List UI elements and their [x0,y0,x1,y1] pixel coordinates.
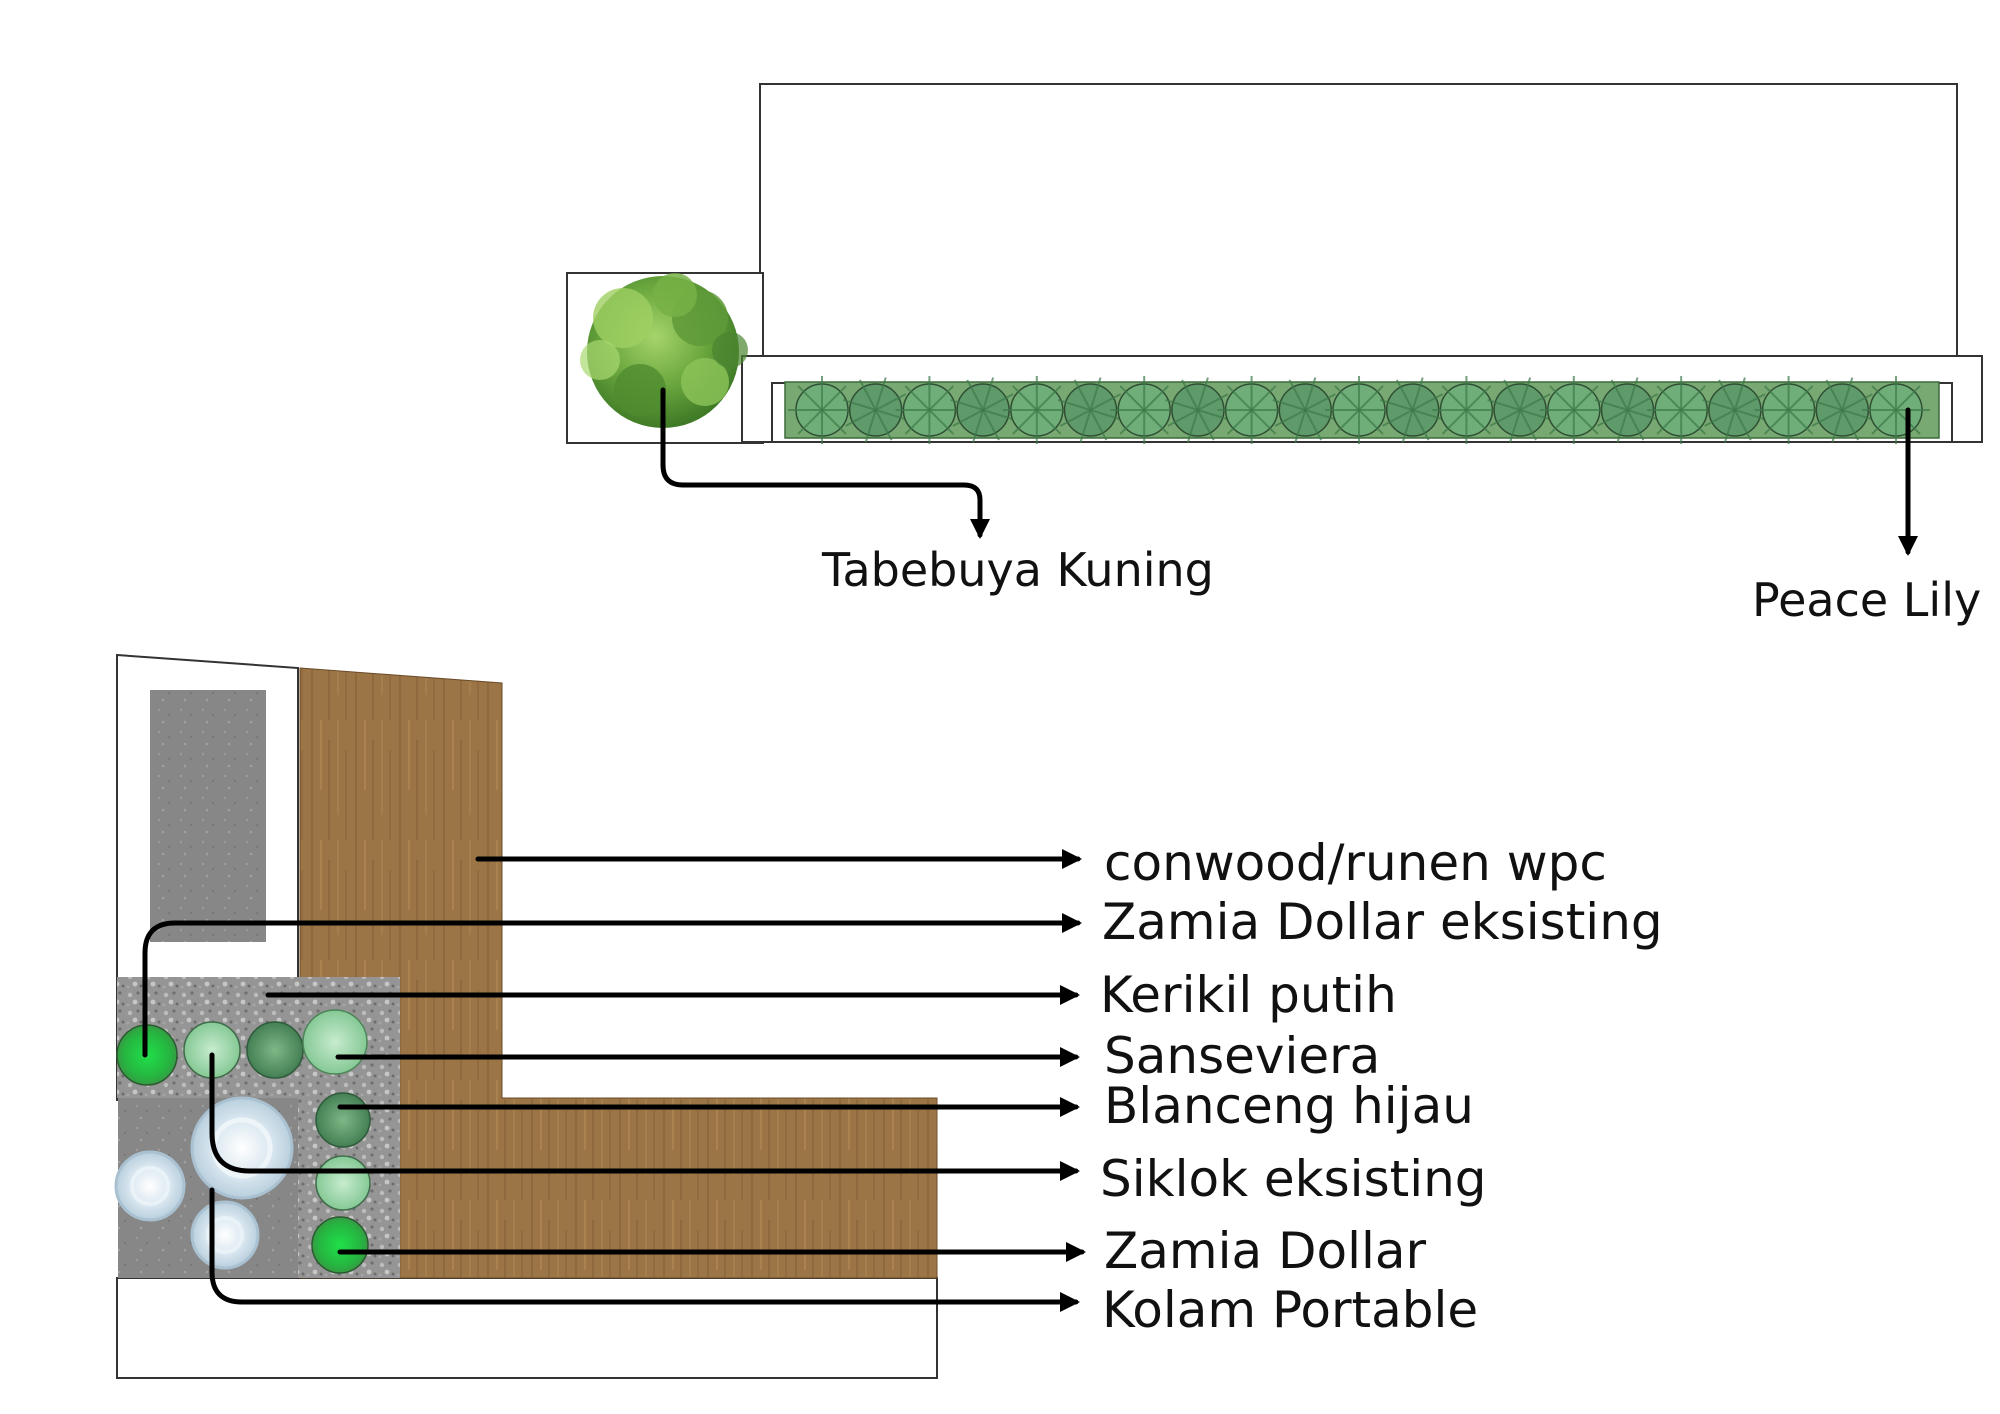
tree-symbol [580,273,748,428]
bottom-plan: conwood/runen wpc Zamia Dollar eksisting… [114,653,1663,1379]
plant-symbols [116,1009,371,1274]
zamia-label: Zamia Dollar [1104,1222,1427,1280]
peace-lily-row [788,376,1930,444]
pond-label: Kolam Portable [1102,1281,1478,1339]
peace-lily-plant [1702,377,1768,443]
peace-lily-plant [1379,377,1446,443]
peace-lily-plant [1539,376,1608,444]
building-outline [759,83,1958,357]
tree-leader-line [660,387,990,539]
siklok-label: Siklok eksisting [1100,1150,1487,1208]
planter-label: Peace Lily [1752,573,1981,627]
peace-lily-plant [1165,377,1231,443]
peace-lily-plant [1217,376,1286,444]
deck-label: conwood/runen wpc [1104,834,1607,892]
peace-lily-plant [1754,376,1823,444]
peace-lily-plant [788,376,856,444]
bottom-slab [116,1277,938,1379]
siklok-leader [209,1052,1080,1181]
peace-lily-plant [950,377,1016,443]
peace-lily-plant [1594,377,1661,443]
tree-label: Tabebuya Kuning [821,543,1214,597]
peace-lily-plant [1272,377,1339,443]
pond-leader [209,1187,1080,1312]
zamia-existing-label: Zamia Dollar eksisting [1102,893,1663,951]
peace-lily-plant [895,376,964,444]
peace-lily-plant [1110,376,1179,444]
peace-lily-plant [1647,376,1716,444]
sansevieria-label: Sanseviera [1104,1027,1380,1085]
top-plan: Tabebuya Kuning Peace Lily [566,83,1983,627]
peace-lily-plant [1862,376,1930,444]
leader-lines [142,849,1086,1312]
peace-lily-plant [1487,377,1553,443]
peace-lily-plant [1002,376,1071,444]
concrete-slab-upper [150,690,266,942]
peace-lily-plant [1325,376,1393,444]
blanceng-label: Blanceng hijau [1104,1077,1474,1135]
gravel-label: Kerikil putih [1100,966,1397,1024]
peace-lily-plant [1432,376,1501,444]
zamia-existing-leader [142,913,1082,1058]
